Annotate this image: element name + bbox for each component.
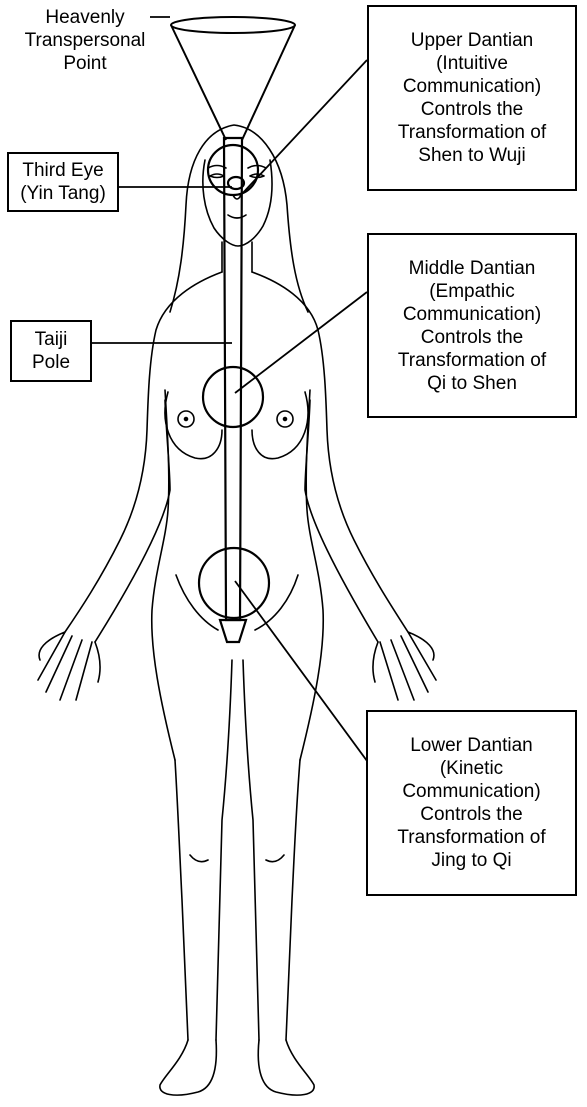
- lower-line-5: Transformation of: [368, 826, 575, 849]
- upper-line-1: Upper Dantian: [369, 29, 575, 52]
- leader-middle: [235, 292, 367, 393]
- torso-right: [300, 390, 323, 760]
- taiji-pole-label: Taiji Pole: [10, 320, 92, 382]
- third-eye-line-2: (Yin Tang): [9, 182, 117, 205]
- upper-line-4: Controls the: [369, 98, 575, 121]
- right-foot: [258, 1040, 314, 1095]
- lower-line-2: (Kinetic: [368, 757, 575, 780]
- lower-line-3: Communication): [368, 780, 575, 803]
- left-eye: [210, 174, 224, 178]
- middle-line-5: Transformation of: [369, 349, 575, 372]
- upper-line-2: (Intuitive: [369, 52, 575, 75]
- left-leg-inner: [216, 660, 232, 1040]
- left-leg-outline: [175, 760, 188, 1040]
- torso-left: [152, 390, 175, 760]
- lower-line-1: Lower Dantian: [368, 734, 575, 757]
- right-hand: [373, 632, 436, 700]
- right-nipple-center: [284, 418, 287, 421]
- mouth: [228, 215, 246, 218]
- left-nipple-center: [185, 418, 188, 421]
- pole-tip: [220, 620, 246, 642]
- upper-line-5: Transformation of: [369, 121, 575, 144]
- right-leg-outline: [286, 760, 300, 1040]
- knees: [190, 855, 284, 862]
- left-arm-inner: [95, 400, 170, 642]
- lower-line-6: Jing to Qi: [368, 849, 575, 872]
- funnel-cone: [171, 25, 295, 140]
- third-eye-line-1: Third Eye: [9, 159, 117, 182]
- middle-line-2: (Empathic: [369, 280, 575, 303]
- upper-line-6: Shen to Wuji: [369, 144, 575, 167]
- middle-line-6: Qi to Shen: [369, 372, 575, 395]
- lower-dantian-circle: [199, 548, 269, 618]
- lower-line-4: Controls the: [368, 803, 575, 826]
- left-foot: [160, 1040, 217, 1095]
- heavenly-line-3: Point: [10, 52, 160, 75]
- leader-upper: [240, 60, 367, 196]
- taiji-line-2: Pole: [12, 351, 90, 374]
- heavenly-point-label: Heavenly Transpersonal Point: [10, 6, 160, 75]
- upper-dantian-label: Upper Dantian (Intuitive Communication) …: [367, 5, 577, 191]
- middle-dantian-label: Middle Dantian (Empathic Communication) …: [367, 233, 577, 418]
- right-leg-inner: [243, 660, 259, 1040]
- right-arm-inner: [305, 400, 378, 642]
- middle-line-4: Controls the: [369, 326, 575, 349]
- heavenly-line-2: Transpersonal: [10, 29, 160, 52]
- heavenly-line-1: Heavenly: [10, 6, 160, 29]
- left-breast: [165, 392, 222, 459]
- left-hand: [38, 632, 100, 700]
- funnel-rim: [171, 17, 295, 33]
- third-eye-label: Third Eye (Yin Tang): [7, 152, 119, 212]
- middle-line-1: Middle Dantian: [369, 257, 575, 280]
- upper-line-3: Communication): [369, 75, 575, 98]
- middle-line-3: Communication): [369, 303, 575, 326]
- middle-dantian-circle: [203, 367, 263, 427]
- taiji-line-1: Taiji: [12, 328, 90, 351]
- lower-dantian-label: Lower Dantian (Kinetic Communication) Co…: [366, 710, 577, 896]
